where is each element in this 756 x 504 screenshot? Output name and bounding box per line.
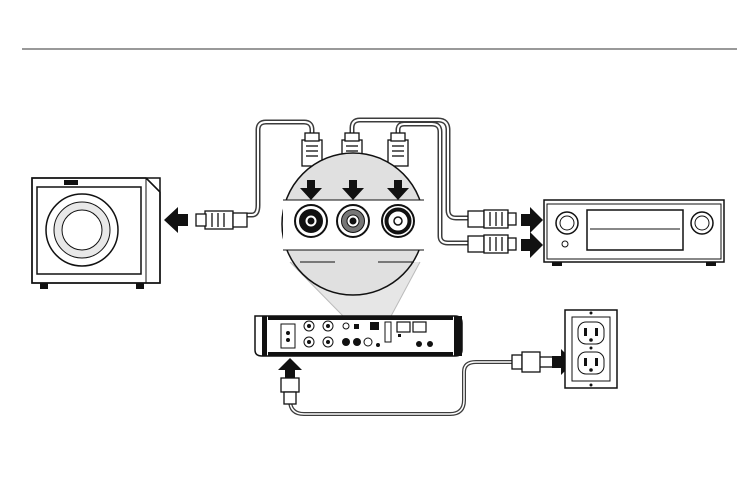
power-connector (281, 378, 299, 404)
subwoofer (32, 178, 160, 289)
rca-jack-left (295, 205, 327, 237)
rca-jack-right (382, 205, 414, 237)
rca-plug-sub (196, 211, 247, 229)
left-arrow-icon (164, 207, 188, 233)
av-receiver (544, 200, 724, 266)
magnifier-circle (282, 153, 425, 295)
wall-plug (512, 352, 552, 372)
right-arrows (521, 207, 543, 258)
streamer-hub (255, 316, 462, 356)
up-arrow-icon (278, 358, 302, 378)
rca-plug-receiver-upper (468, 210, 516, 228)
right-arrow-icon (521, 207, 543, 233)
power-cord (290, 362, 512, 414)
right-arrow-icon (521, 232, 543, 258)
rca-plugs-receiver (468, 210, 516, 253)
rca-jack-middle (337, 205, 369, 237)
rca-plug-receiver-lower (468, 235, 516, 253)
wall-outlet (565, 310, 617, 388)
rca-plug-right (388, 133, 408, 166)
